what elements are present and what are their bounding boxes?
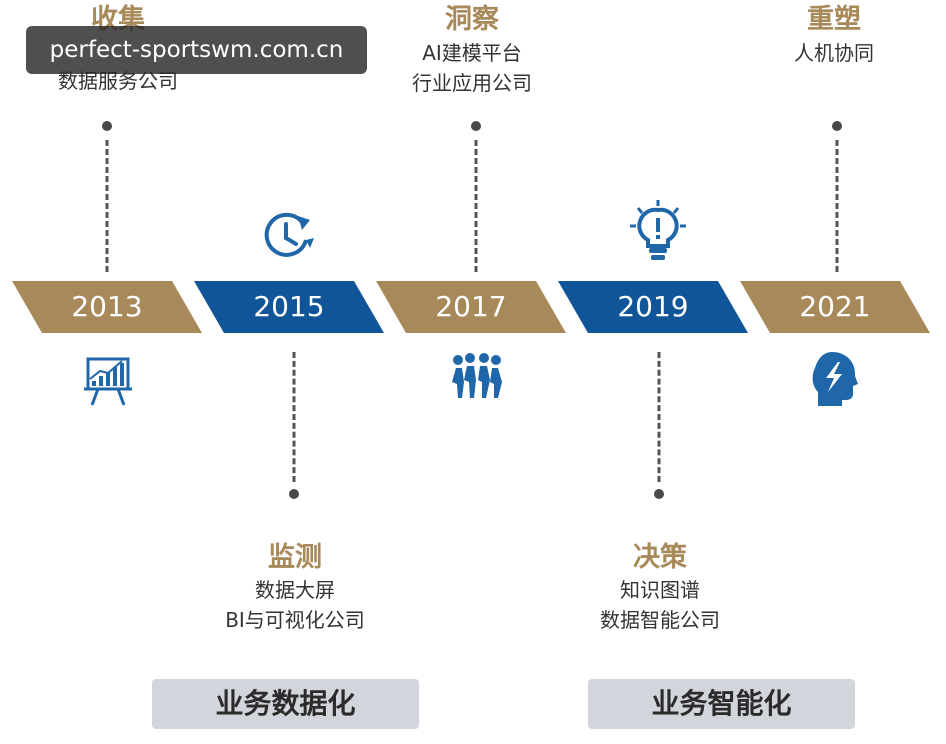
clock-refresh-icon xyxy=(262,210,316,266)
dashed-connector xyxy=(835,140,839,272)
stage-description-line: BI与可视化公司 xyxy=(225,608,365,632)
stage-description-line: 行业应用公司 xyxy=(412,71,532,95)
watermark: perfect-sportswm.com.cn xyxy=(26,26,367,74)
stage-title: 重塑 xyxy=(807,4,861,35)
dashed-connector xyxy=(474,140,478,272)
stage-description: 数据大屏 BI与可视化公司 xyxy=(225,575,365,635)
phase-label-intelligence: 业务智能化 xyxy=(588,679,855,729)
year-banner-2019: 2019 xyxy=(558,281,748,333)
timeline-dot xyxy=(654,489,664,499)
stage-title: 决策 xyxy=(633,542,687,573)
dashed-connector xyxy=(292,352,296,482)
year-label: 2017 xyxy=(435,290,507,323)
stage-description: AI建模平台 行业应用公司 xyxy=(412,38,532,98)
stage-description-line: 数据大屏 xyxy=(255,578,335,602)
stage-description-line: 数据智能公司 xyxy=(600,608,720,632)
stage-description-line: 人机协同 xyxy=(794,41,874,65)
presentation-chart-icon xyxy=(84,355,132,411)
year-banner-2013: 2013 xyxy=(12,281,202,333)
head-lightning-icon xyxy=(812,350,858,410)
lightbulb-icon xyxy=(630,200,686,266)
timeline-dot xyxy=(832,121,842,131)
stage-description-line: AI建模平台 xyxy=(422,41,522,65)
timeline-dot xyxy=(102,121,112,131)
year-banner-2021: 2021 xyxy=(740,281,930,333)
dashed-connector xyxy=(105,140,109,272)
year-label: 2019 xyxy=(617,290,689,323)
dashed-connector xyxy=(657,352,661,482)
year-label: 2021 xyxy=(799,290,871,323)
timeline-dot xyxy=(289,489,299,499)
year-banner-2015: 2015 xyxy=(194,281,384,333)
timeline-dot xyxy=(471,121,481,131)
year-label: 2013 xyxy=(71,290,143,323)
stage-description: 知识图谱 数据智能公司 xyxy=(600,575,720,635)
stage-title: 洞察 xyxy=(445,4,499,35)
year-label: 2015 xyxy=(253,290,325,323)
stage-description: 人机协同 xyxy=(794,38,874,68)
phase-label-digitalization: 业务数据化 xyxy=(152,679,419,729)
year-banner-2017: 2017 xyxy=(376,281,566,333)
team-people-icon xyxy=(450,352,504,406)
stage-title: 监测 xyxy=(268,542,322,573)
stage-description-line: 知识图谱 xyxy=(620,578,700,602)
